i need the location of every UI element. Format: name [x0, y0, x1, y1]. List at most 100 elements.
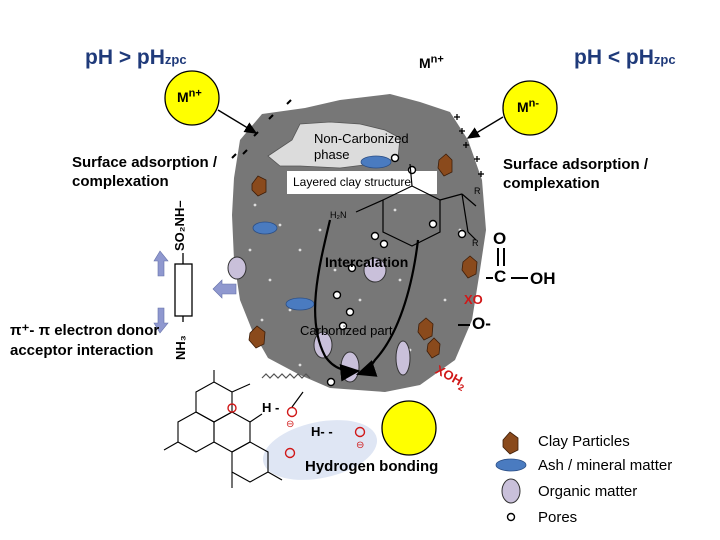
sulfonamide-molecule: [174, 253, 193, 322]
intercalation-arrows: [314, 219, 420, 382]
metal-left-label: Mn+: [177, 87, 202, 105]
legend-icons: [495, 431, 527, 522]
clay-particle: [437, 153, 453, 177]
negative-surface-charges: [231, 99, 292, 159]
so2nh-label: SO₂NH–: [172, 200, 187, 251]
pore: [407, 165, 417, 175]
cooh-c: C: [494, 267, 507, 286]
surface-left-line2: complexation: [72, 173, 169, 190]
pi-interaction-line1: π⁺- π electron donor: [10, 322, 160, 339]
cooh-o: O: [493, 229, 507, 248]
pore: [370, 231, 380, 241]
organic-matter-icon: [501, 478, 521, 504]
clay-particle: [248, 325, 266, 349]
pore: [379, 239, 389, 249]
metal-ion-bottom: [381, 400, 437, 456]
metal-left-main: M: [177, 89, 189, 105]
metal-ion-left: [164, 70, 220, 126]
clay-particles: [248, 153, 478, 359]
pores: [326, 153, 467, 387]
nh3-label: NH₃: [173, 335, 188, 360]
pore: [390, 153, 400, 163]
minus-sign-1: ⊖: [286, 419, 295, 430]
pore: [428, 219, 438, 229]
ash-blob: [252, 221, 278, 235]
hydrogen-bond-oxygens: [227, 403, 366, 459]
pore-icon: [506, 512, 516, 522]
surface-left-line1: Surface adsorption /: [72, 154, 218, 171]
minus-sign-2: ⊖: [356, 440, 365, 451]
metal-left-sup: n+: [188, 87, 202, 100]
hydrogen-bond-highlight: [262, 420, 378, 480]
ph-right-label: pH < pHzpc: [574, 46, 676, 70]
aromatic-molecule: [355, 163, 477, 247]
clay-particle: [251, 175, 267, 197]
pore: [338, 321, 348, 331]
biochar-particle: [232, 94, 486, 392]
pore: [332, 290, 342, 300]
clay-particle: [461, 255, 478, 279]
legend-organic-label: Organic matter: [538, 483, 638, 500]
ph-right-main: pH < pH: [574, 46, 654, 69]
h-bond-1-label: H -: [262, 400, 280, 415]
ash-blob: [285, 297, 315, 311]
r-top-label: R: [474, 186, 481, 196]
pi-interaction-line2: acceptor interaction: [10, 342, 154, 359]
metal-right-label: Mn-: [517, 97, 540, 115]
intercalation-label: Intercalation: [325, 254, 409, 270]
clay-particle-icon: [502, 431, 519, 455]
group-o-minus: O-: [472, 314, 491, 333]
organic-matter-blob: [363, 257, 387, 283]
oxygen-link-bond: [291, 391, 304, 408]
non-carbonized-line1: Non-Carbonized: [314, 131, 409, 146]
ash-blob: [360, 155, 392, 169]
metal-ion-right: [502, 80, 558, 136]
organic-matter-blob: [340, 351, 360, 383]
group-xo: XO: [464, 292, 483, 307]
organic-matter-blob: [227, 256, 247, 280]
legend-ash-label: Ash / mineral matter: [538, 457, 673, 474]
metal-top-main: M: [419, 55, 431, 71]
legend-clay-label: Clay Particles: [538, 433, 630, 450]
non-carbonized-line2: phase: [314, 147, 350, 162]
hydrogen-bonding-label: Hydrogen bonding: [305, 458, 439, 475]
metal-right-sup: n-: [528, 97, 540, 110]
surface-right-line2: complexation: [503, 175, 600, 192]
r-bottom-label: R: [472, 238, 479, 248]
pi-interaction-arrows: [153, 250, 237, 334]
h2n-label: H₂N: [330, 210, 347, 220]
pore: [345, 307, 355, 317]
ash-icon: [495, 458, 527, 472]
carboxyl-group-bonds: [458, 248, 528, 326]
arrow-right-metal: [466, 116, 504, 139]
cooh-oh: OH: [530, 269, 556, 288]
metal-right-main: M: [517, 99, 529, 115]
metal-top-label: Mn+: [419, 53, 444, 71]
carbonized-part-label: Carbonized part: [300, 323, 393, 338]
linker-chain: [261, 373, 311, 379]
legend-pores-label: Pores: [538, 509, 578, 526]
organic-matter-blob: [395, 340, 411, 376]
pore: [347, 263, 357, 273]
positive-surface-charges: [454, 114, 484, 177]
ph-right-sub: zpc: [653, 52, 676, 67]
layered-clay-box: [287, 171, 437, 194]
clay-particle: [417, 317, 434, 341]
pore: [457, 229, 467, 239]
tetracycline-molecule: [163, 370, 283, 488]
pore: [326, 377, 336, 387]
clay-particle: [426, 337, 441, 359]
h-bond-2-label: H- -: [311, 424, 333, 439]
arrow-left-metal: [217, 109, 258, 134]
ph-left-label: pH > pHzpc: [85, 46, 187, 70]
ash-mineral: [252, 155, 392, 311]
non-carbonized-phase: [267, 121, 401, 169]
particle-speckles: [248, 203, 462, 367]
ph-left-sub: zpc: [164, 52, 187, 67]
ph-left-main: pH > pH: [85, 46, 165, 69]
metal-top-sup: n+: [430, 53, 444, 66]
layered-clay-label: Layered clay structure: [293, 175, 412, 189]
surface-right-line1: Surface adsorption /: [503, 156, 649, 173]
